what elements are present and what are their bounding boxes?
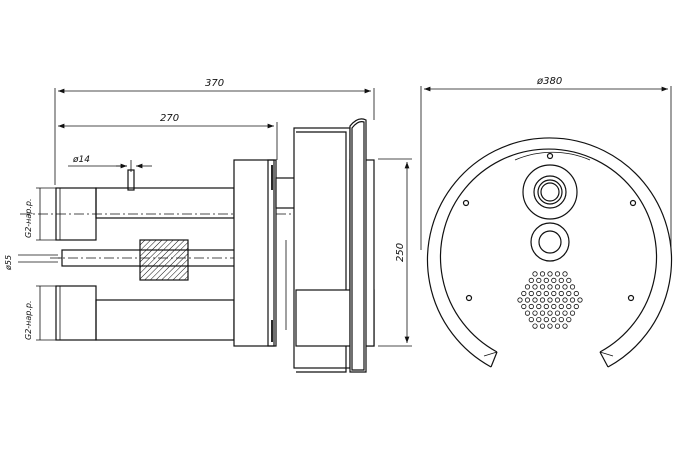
pipe-length-label: 270 xyxy=(160,113,179,124)
outer-housing xyxy=(426,137,673,368)
grille-hole xyxy=(524,297,531,303)
body-diameter-label: ø380 xyxy=(536,76,562,87)
grille-hole xyxy=(554,310,561,316)
grille-hole xyxy=(551,303,557,310)
grille-hole xyxy=(577,297,583,303)
grille-hole xyxy=(558,290,564,297)
grille-hole xyxy=(536,303,542,310)
upper-thread-label: G2-нар.р. xyxy=(24,198,33,238)
dimension-overall-length: 370 xyxy=(54,78,375,185)
grille-hole xyxy=(539,310,546,316)
grille xyxy=(517,271,583,329)
grille-hole xyxy=(543,290,549,297)
grille-hole xyxy=(573,303,579,310)
grille-hole xyxy=(539,323,546,329)
grille-hole xyxy=(528,290,534,297)
dimension-body-diameter: ø380 xyxy=(420,76,672,250)
grille-hole xyxy=(547,310,553,316)
lower-thread-label: G2-нар.р. xyxy=(24,300,33,340)
grille-hole xyxy=(558,303,564,310)
grille-hole xyxy=(566,277,572,283)
grille-hole xyxy=(554,284,561,290)
grille-hole xyxy=(536,277,542,283)
dimension-height: 250 xyxy=(378,158,412,347)
inner-face xyxy=(439,148,658,353)
grille-hole xyxy=(566,290,572,297)
grille-hole xyxy=(543,277,549,283)
wall-plate xyxy=(293,118,375,373)
grille-hole xyxy=(554,323,561,329)
upper-nozzle: G2-нар.р. xyxy=(20,187,236,241)
grille-hole xyxy=(551,290,557,297)
flange-body xyxy=(233,159,320,347)
grille-hole xyxy=(569,284,576,290)
grille-hole xyxy=(528,316,534,323)
grille-hole xyxy=(551,277,557,283)
rod-section: ø55 xyxy=(4,239,237,281)
grille-hole xyxy=(566,316,572,323)
grille-hole xyxy=(547,297,553,303)
grille-hole xyxy=(536,290,542,297)
grille-hole xyxy=(539,284,546,290)
grille-hole xyxy=(562,297,568,303)
grille-hole xyxy=(554,271,561,277)
mounting-holes xyxy=(462,152,637,302)
grille-hole xyxy=(562,323,568,329)
grille-hole xyxy=(524,284,531,290)
grille-hole xyxy=(539,271,546,277)
grille-hole xyxy=(551,316,557,323)
grille-hole xyxy=(573,290,579,297)
grille-hole xyxy=(521,290,527,297)
overall-length-label: 370 xyxy=(205,78,224,89)
grille-hole xyxy=(547,284,553,290)
grille-hole xyxy=(566,303,572,310)
grille-hole xyxy=(528,277,534,283)
lower-nozzle: G2-нар.р. xyxy=(24,285,235,341)
stem-diameter-label: ø14 xyxy=(72,155,90,165)
grille-hole xyxy=(532,310,538,316)
grille-hole xyxy=(528,303,534,310)
grille-hole xyxy=(532,323,538,329)
grille-hole xyxy=(532,271,538,277)
dimension-pipe-length: 270 xyxy=(58,113,278,160)
grille-hole xyxy=(517,297,523,303)
front-view: ø380 xyxy=(420,76,673,368)
grille-hole xyxy=(524,310,531,316)
grille-hole xyxy=(543,316,549,323)
grille-hole xyxy=(547,323,553,329)
grille-hole xyxy=(539,297,546,303)
grille-hole xyxy=(558,316,564,323)
dimension-stem-diameter: ø14 xyxy=(68,155,152,191)
grille-hole xyxy=(536,316,542,323)
grille-hole xyxy=(532,284,538,290)
grille-hole xyxy=(562,310,568,316)
rod-diameter-label: ø55 xyxy=(4,255,13,271)
grille-hole xyxy=(569,310,576,316)
grille-hole xyxy=(562,284,568,290)
grille-hole xyxy=(558,277,564,283)
side-view: 370 270 ø14 G2-нар.р. xyxy=(4,78,412,373)
grille-hole xyxy=(521,303,527,310)
lower-fitting xyxy=(530,222,570,262)
upper-fitting xyxy=(522,164,578,220)
height-label: 250 xyxy=(395,243,406,262)
grille-hole xyxy=(547,271,553,277)
grille-hole xyxy=(543,303,549,310)
grille-hole xyxy=(569,297,576,303)
grille-hole xyxy=(532,297,538,303)
grille-hole xyxy=(562,271,568,277)
grille-hole xyxy=(554,297,561,303)
